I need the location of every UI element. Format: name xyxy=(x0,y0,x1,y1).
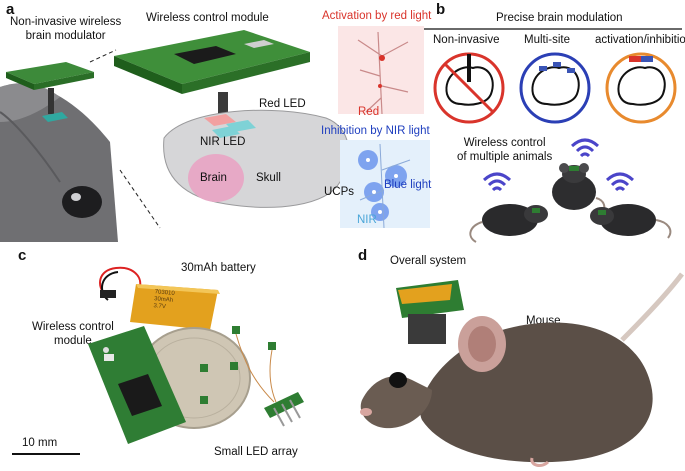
brain-ring-non-invasive xyxy=(433,52,505,124)
battery-label: 30mAh battery xyxy=(181,262,256,274)
scale-bar xyxy=(12,453,80,455)
mode-multi-site: Multi-site xyxy=(524,34,571,46)
red-led-label: Red LED xyxy=(259,98,306,110)
zoom-lines xyxy=(89,49,161,229)
panel-b-title: Precise brain modulation xyxy=(496,12,623,24)
brain-ring-multi-site xyxy=(519,52,591,124)
ucps-label: UCPs xyxy=(324,186,355,198)
panel-b-letter: b xyxy=(436,1,446,18)
inhibition-neuron-box xyxy=(340,140,430,229)
skull-illustration xyxy=(163,109,350,208)
wifi-icon xyxy=(482,172,512,192)
wifi-icon xyxy=(605,172,635,192)
panel-d-letter: d xyxy=(358,247,368,264)
mouse-photo-left xyxy=(469,204,548,243)
control-module-photo-label: Wireless control module xyxy=(32,321,114,347)
mouse-head-illustration xyxy=(0,83,118,242)
wifi-icon xyxy=(570,138,600,158)
inhibition-title: Inhibition by NIR light xyxy=(321,125,430,137)
title-underline xyxy=(424,28,682,30)
small-led-array-label: Small LED array xyxy=(214,446,298,458)
modulator-label: Non-invasive wireless brain modulator xyxy=(10,16,122,42)
small-led-array-photo xyxy=(200,326,304,427)
mouse-photo-main xyxy=(360,272,684,467)
activation-neuron-box xyxy=(338,26,424,115)
control-module-label: Wireless control module xyxy=(146,12,269,24)
wireless-control-label: Wireless control of multiple animals xyxy=(457,137,553,163)
small-modulator-board xyxy=(6,62,94,122)
activation-title: Activation by red light xyxy=(322,10,432,22)
panel-a-letter: a xyxy=(6,1,15,18)
mode-non-invasive: Non-invasive xyxy=(433,34,500,46)
blue-light-label: Blue light xyxy=(384,179,432,191)
battery-photo xyxy=(99,266,220,330)
overall-system-label: Overall system xyxy=(390,255,467,267)
nir-tag: NIR xyxy=(357,214,377,226)
mouse-photo-center xyxy=(552,163,606,217)
brain-label: Brain xyxy=(200,172,227,184)
red-tag: Red xyxy=(358,106,380,118)
mouse-photo-right xyxy=(590,204,672,239)
wireless-control-board xyxy=(114,30,310,126)
scale-label: 10 mm xyxy=(22,437,58,449)
panel-c-letter: c xyxy=(18,247,27,264)
brain-ring-activation-inhibition xyxy=(605,52,677,124)
nir-led-label: NIR LED xyxy=(200,136,246,148)
mode-activation-inhibition: activation/inhibition xyxy=(595,34,685,46)
control-board-photo xyxy=(88,326,186,444)
battery-print: 703010 30mAh 3.7V xyxy=(153,289,175,311)
skull-label: Skull xyxy=(256,172,281,184)
